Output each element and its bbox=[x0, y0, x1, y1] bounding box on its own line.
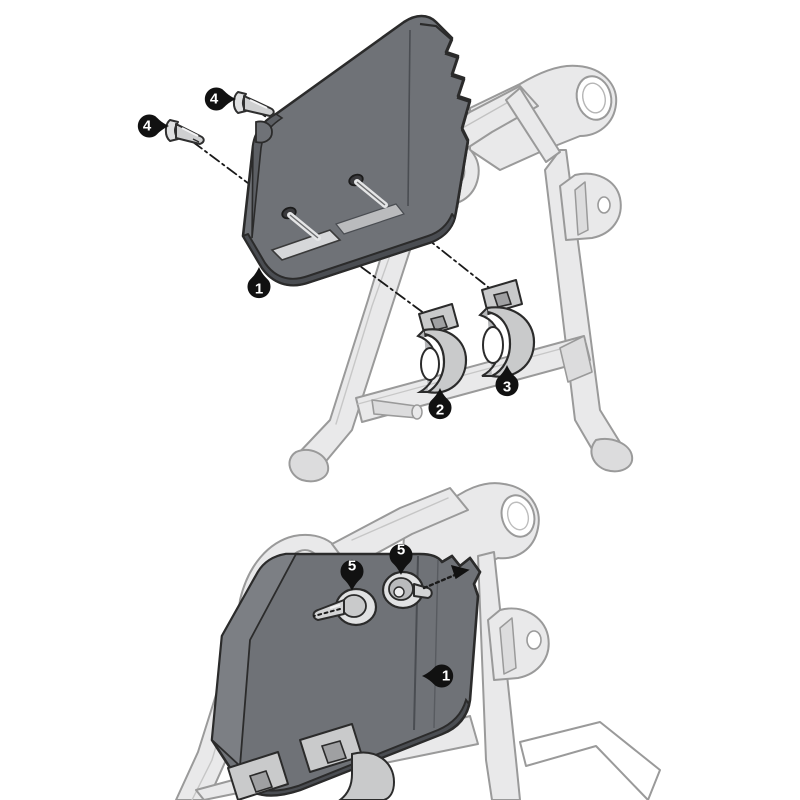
knob-fastener-left bbox=[312, 587, 378, 627]
frame-cross-tube-highlight bbox=[357, 341, 587, 405]
panel-screw-shaft-lower-line bbox=[289, 214, 319, 239]
pipe-clamp-small bbox=[416, 303, 468, 394]
clamp-large-body bbox=[485, 306, 536, 378]
panel-screw-shaft-upper-line bbox=[356, 181, 386, 206]
frame-upper-right-brace bbox=[505, 87, 561, 163]
bolt-thread-mark-left bbox=[192, 138, 200, 143]
panel-screw-hole-group bbox=[281, 173, 388, 241]
clamp-small-bore bbox=[420, 347, 440, 381]
panel-lower-clamp-mounted bbox=[338, 751, 396, 800]
pipe-clamp-large bbox=[478, 279, 536, 378]
lower-assembled-view bbox=[175, 482, 661, 800]
protector-panel-notched-edge bbox=[419, 22, 472, 209]
knob-fastener-right bbox=[381, 570, 433, 610]
protector-panel-label-plate bbox=[270, 229, 342, 261]
panel-lower-hex-bolt-left bbox=[248, 770, 274, 793]
mounting-bolt-right bbox=[232, 91, 275, 117]
panel-lower-bolt-tabs bbox=[227, 723, 396, 800]
protector-panel-lower bbox=[210, 552, 482, 800]
knob-left-dotted-line bbox=[313, 608, 341, 617]
clamp-large-bore bbox=[482, 326, 504, 364]
protector-panel-lower-left-facet bbox=[211, 553, 298, 768]
protector-panel-notch-left-upper bbox=[255, 120, 273, 144]
knob-right-shaft bbox=[413, 583, 433, 599]
frame-tube-stub-end bbox=[411, 404, 423, 420]
protector-panel-label-plate-shadow bbox=[334, 203, 406, 235]
clamp-small-hex-bolt bbox=[429, 315, 449, 331]
frame-right-foot bbox=[590, 438, 634, 473]
frame-lower-mid-bracket-hole bbox=[526, 630, 542, 650]
clamp-large-hex-bolt bbox=[492, 291, 513, 308]
frame-lower-right-chevron bbox=[519, 721, 661, 800]
frame-mid-bracket-slot bbox=[574, 181, 589, 236]
panel-lower-hex-bolt-right bbox=[320, 740, 348, 764]
knob-insertion-arrow bbox=[422, 565, 470, 590]
bolt-shaft-left-highlight bbox=[181, 127, 199, 137]
protector-panel-upper bbox=[241, 14, 472, 287]
frame-eyelet-inner-upper-right bbox=[582, 82, 606, 114]
protector-panel-fold-crease bbox=[407, 29, 411, 207]
protector-panel-lower-bottom-lip bbox=[236, 697, 471, 797]
knob-left-head bbox=[341, 594, 367, 618]
clamp-small-body bbox=[422, 328, 468, 394]
upper-exploded-view bbox=[164, 14, 634, 483]
knob-right-center-hole bbox=[393, 586, 405, 598]
frame-lower-eyelet-inner bbox=[506, 501, 530, 531]
frame-tube-right-joint bbox=[559, 335, 593, 383]
frame-lower-mid-bracket-slot bbox=[499, 617, 517, 675]
protector-panel-lower-crease2 bbox=[433, 559, 439, 729]
knob-left-shaft-highlight bbox=[329, 604, 341, 609]
frame-left-foot bbox=[288, 448, 330, 483]
frame-lower-top-cross-arm-crease bbox=[351, 497, 449, 541]
frame-mid-bracket-hole bbox=[597, 196, 611, 214]
knob-left-dotted-line-group bbox=[313, 608, 341, 617]
bolt-shaft-right-highlight bbox=[249, 99, 268, 109]
knob-insertion-arrowhead bbox=[450, 565, 470, 580]
mounting-bolt-left bbox=[164, 119, 205, 145]
protector-panel-bottom-lip bbox=[242, 213, 456, 287]
protector-panel-lower-notched-edge bbox=[441, 554, 482, 597]
